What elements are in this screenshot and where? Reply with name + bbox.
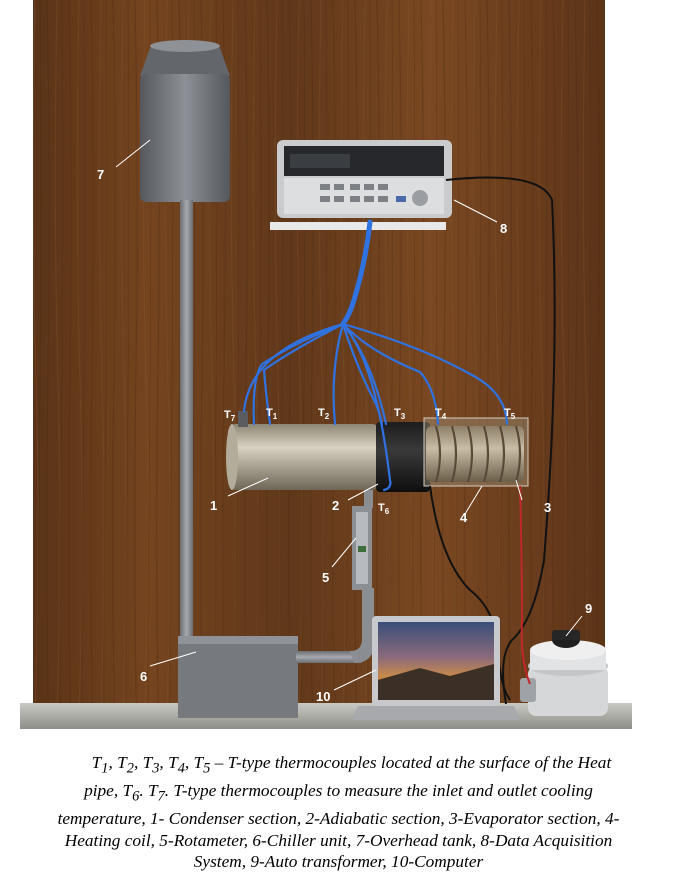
- thermocouple-labels: T7 T1 T2 T3 T4 T5 T6: [224, 407, 516, 516]
- label-t4: T4: [435, 407, 447, 421]
- label-auto-transformer: 9: [585, 601, 592, 616]
- caption-t6: T6: [122, 781, 140, 805]
- evaporator-section: [423, 417, 529, 487]
- caption-t5: T5: [193, 753, 211, 777]
- label-overhead-tank: 7: [97, 167, 104, 182]
- caption-line-1: T1, T2, T3, T4, T5 – T-type thermocouple…: [91, 753, 612, 777]
- caption-line2-text: T-type thermocouples to measure the inle…: [169, 781, 593, 801]
- laptop-computer: [352, 616, 520, 720]
- auto-transformer: [520, 630, 608, 716]
- caption-t1: T1: [91, 753, 109, 777]
- label-t2: T2: [318, 407, 330, 421]
- label-t6: T6: [378, 502, 390, 516]
- label-daq: 8: [500, 221, 507, 236]
- label-t7: T7: [224, 409, 236, 423]
- heating-coil: [434, 425, 522, 483]
- power-cables: [429, 176, 556, 705]
- label-evaporator: 3: [544, 500, 551, 515]
- overhead-tank: [140, 40, 230, 202]
- caption-line2-head: pipe,: [84, 781, 123, 801]
- caption-line-3: temperature, 1- Condenser section, 2-Adi…: [57, 809, 620, 829]
- caption-line-4: Heating coil, 5-Rotameter, 6-Chiller uni…: [64, 830, 613, 850]
- label-heating-coil: 4: [460, 510, 468, 525]
- label-rotameter: 5: [322, 570, 329, 585]
- caption-t3: T3: [142, 753, 160, 777]
- label-condenser: 1: [210, 498, 217, 513]
- condenser-section: [226, 424, 380, 490]
- rotameter: [352, 506, 372, 590]
- thermocouple-cables: [242, 219, 509, 492]
- data-acquisition-system: [270, 140, 452, 230]
- caption-line-5: System, 9-Auto transformer, 10-Computer: [193, 852, 484, 872]
- caption-t7: T7: [147, 781, 165, 805]
- leader-lines: [115, 139, 583, 691]
- supply-pipe: [180, 200, 193, 640]
- label-chiller: 6: [140, 669, 147, 684]
- caption-t2: T2: [117, 753, 134, 777]
- caption-line1-text: – T-type thermocouples located at the su…: [210, 753, 612, 772]
- label-t3: T3: [394, 407, 406, 421]
- caption-line-2: pipe, T6. T7. T-type thermocouples to me…: [84, 781, 593, 805]
- component-labels: 7 8 1 2 3 4 5 6 9 10: [97, 167, 592, 704]
- caption-t4: T4: [168, 753, 185, 777]
- label-t5: T5: [504, 407, 516, 421]
- experimental-setup-figure: 7 8 1 2 3 4 5 6 9 10 T7 T1 T2 T3 T4 T5 T…: [20, 0, 632, 729]
- label-adiabatic: 2: [332, 498, 339, 513]
- chiller-unit: [178, 636, 298, 718]
- figure-caption: T1, T2, T3, T4, T5 – T-type thermocouple…: [0, 752, 677, 873]
- label-t1: T1: [266, 407, 278, 421]
- label-computer: 10: [316, 689, 330, 704]
